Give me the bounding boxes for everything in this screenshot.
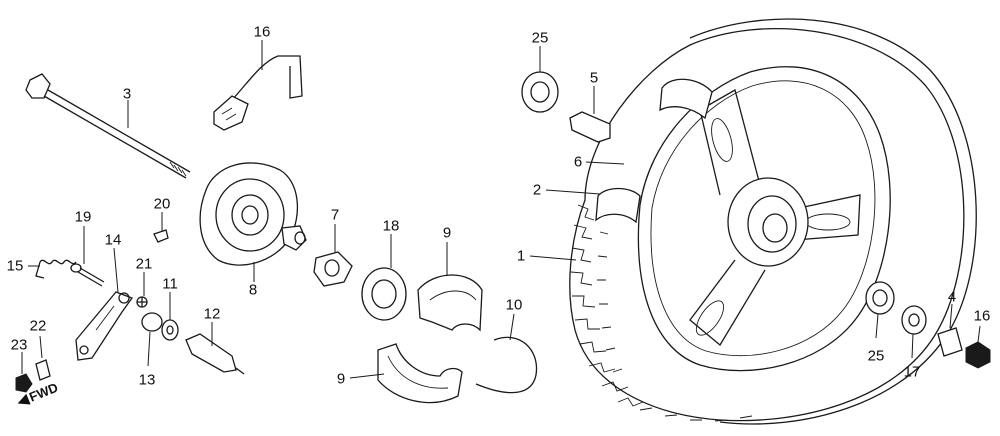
small-hardware [136,229,245,375]
callout-5: 5 [589,69,599,87]
brake-shoe-upper [417,274,483,332]
spoke [699,89,761,196]
spoke [689,259,766,346]
callout-25-top: 25 [531,29,549,47]
callout-1: 1 [516,247,526,265]
callout-16: 16 [253,23,271,41]
valve-stem [569,111,611,143]
spoke [789,194,861,241]
callout-14: 14 [104,231,122,249]
callout-9-upper: 9 [442,224,452,242]
brake-arm [75,291,134,361]
callout-17: 16 [973,307,991,325]
brake-panel [199,162,307,266]
callout-3: 3 [122,85,132,103]
leader-lines [21,40,981,379]
callout-24: 23 [10,336,28,354]
cap-and-nut [15,359,51,393]
callout-15: 15 [6,257,24,275]
spring-clip [475,336,538,394]
rim [637,66,891,372]
callout-12: 12 [203,305,221,323]
cable-bracket [213,55,303,131]
rim-band [659,78,713,120]
wheel-assembly [569,18,977,425]
axle [25,73,191,179]
callout-20: 19 [74,208,92,226]
callout-6: 6 [573,153,583,171]
bolt-and-spring [35,259,105,287]
dust-seal [361,267,407,321]
callout-19: 18 [382,217,400,235]
callout-8: 8 [248,281,258,299]
tube-valve-section [595,187,641,224]
callout-22: 21 [135,255,153,273]
callout-7: 7 [330,206,340,224]
brake-shoe-lower [377,343,463,404]
callout-21: 20 [153,195,171,213]
callout-2: 2 [532,181,542,199]
callout-11: 11 [162,275,178,293]
right-bearing-stack [865,281,991,369]
callout-18: 17 [903,363,921,381]
tire-tread [570,204,753,422]
bearing-top [521,71,559,113]
callout-9-lower: 9 [336,370,346,388]
callout-23: 22 [29,317,47,335]
callout-25-bottom: 25 [867,347,885,365]
callout-13: 13 [138,371,156,389]
callout-4: 4 [947,288,957,306]
cam-nut [313,251,353,287]
callout-10: 10 [505,296,523,314]
